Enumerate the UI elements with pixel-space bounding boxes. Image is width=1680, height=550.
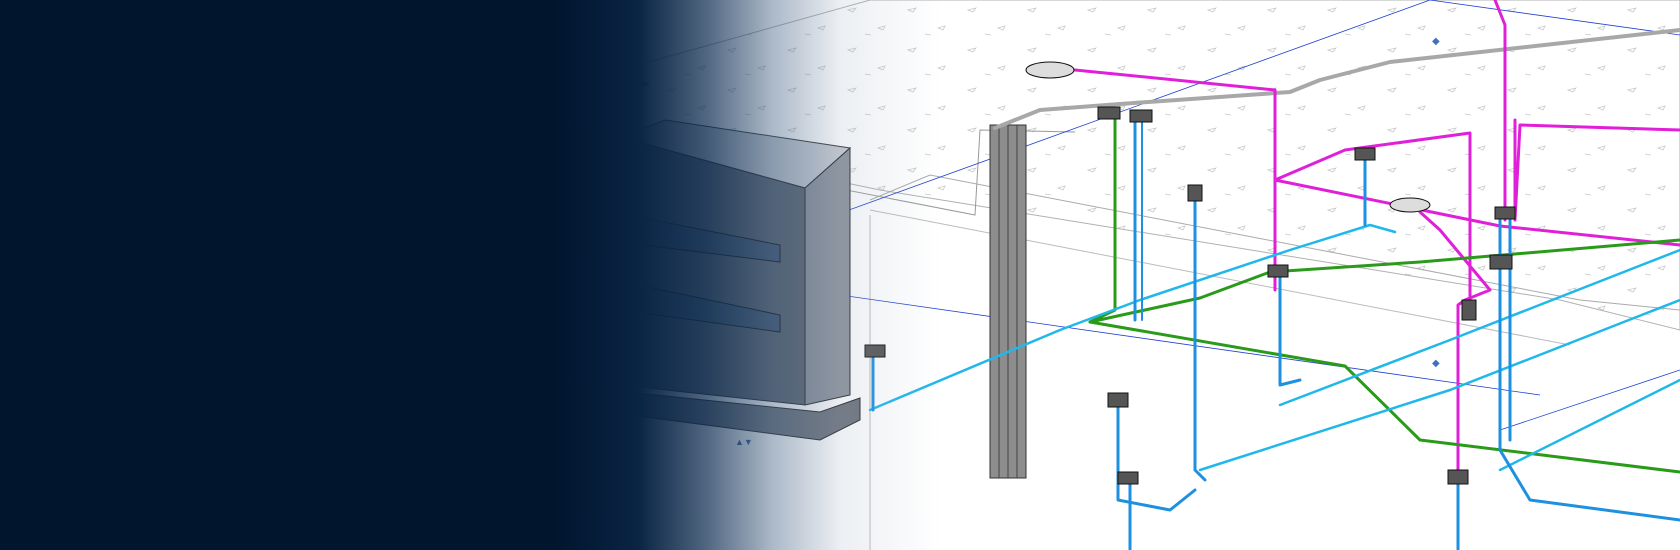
grip-arrow-icon: ▲▼ <box>735 437 753 447</box>
junction-box <box>1187 184 1203 202</box>
junction-box <box>1461 299 1477 321</box>
junction-box <box>1447 469 1469 485</box>
junction-box <box>1097 106 1121 120</box>
guide-line <box>1499 369 1680 431</box>
junction-box <box>1129 109 1153 123</box>
wall-side <box>804 146 851 406</box>
junction-box <box>1107 392 1129 408</box>
ceiling-light <box>1389 197 1431 213</box>
junction-box <box>1489 254 1513 270</box>
junction-box <box>1267 264 1289 278</box>
grip-arrow-icon: ◆ <box>1432 36 1440 47</box>
junction-box <box>1354 147 1376 161</box>
junction-box <box>1117 471 1139 485</box>
pipe-cyan <box>1198 298 1680 472</box>
grip-arrow-icon: ◀▶ <box>636 78 650 88</box>
ceiling-light <box>1025 61 1075 79</box>
junction-box <box>1494 206 1516 220</box>
grip-arrow-icon: ◆ <box>1432 358 1440 369</box>
junction-box <box>864 344 886 358</box>
pipe-green <box>1088 320 1680 474</box>
